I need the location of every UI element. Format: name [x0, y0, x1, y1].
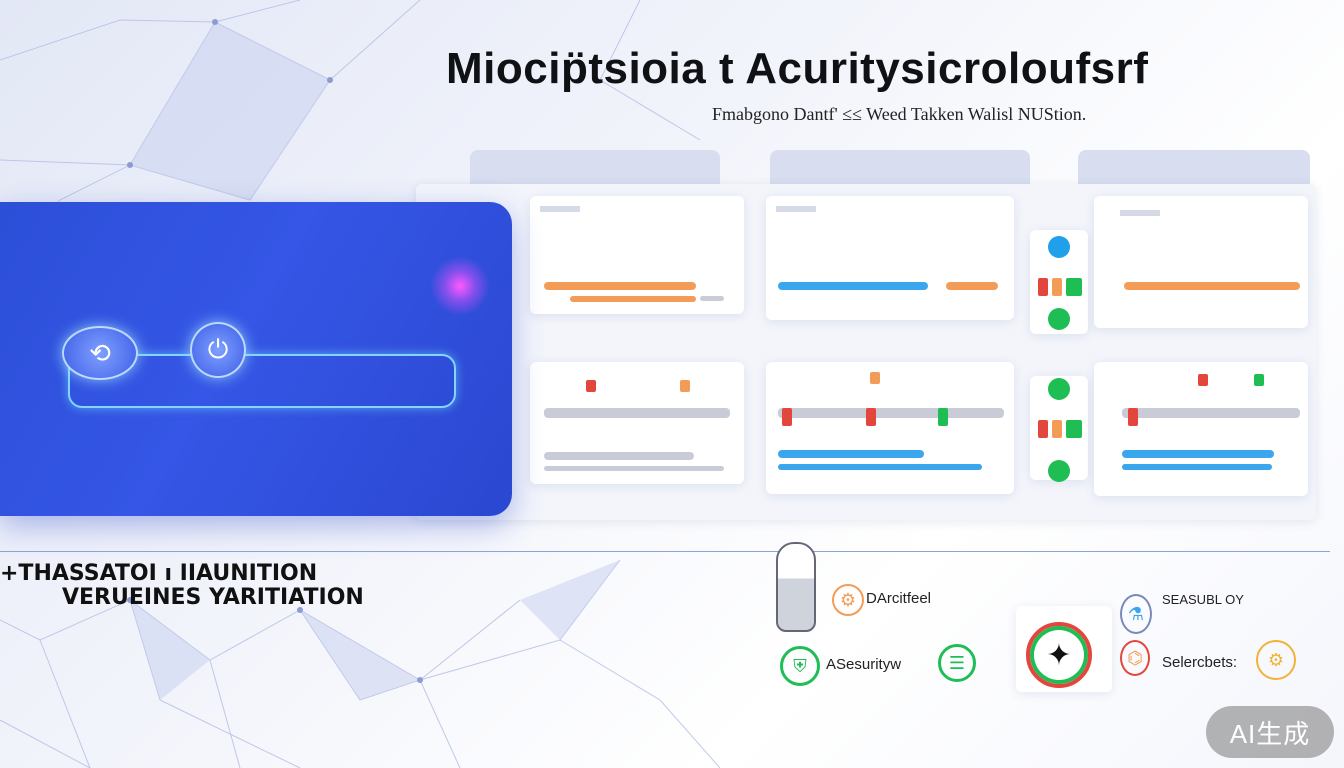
settings-icon[interactable]: ⚙: [1256, 640, 1296, 680]
chart-bar: [1122, 464, 1272, 470]
chart-marker: [1254, 374, 1264, 386]
chart-marker: [938, 408, 948, 426]
status-dot-green: [1048, 378, 1070, 400]
dashboard-tab-1[interactable]: [470, 150, 720, 184]
chart-bar: [544, 452, 694, 460]
progress-bar: [700, 296, 724, 301]
selectors-label[interactable]: Selercbets:: [1162, 654, 1238, 671]
flask-icon[interactable]: ⚗: [1120, 594, 1152, 634]
section-caption: +THASSATOI ı IIAUNITION VERUEINES YARITI…: [0, 562, 364, 610]
card-caption: [540, 206, 580, 212]
ai-generated-badge: AI生成: [1206, 706, 1334, 758]
security-label[interactable]: ASesurityw: [826, 656, 902, 673]
progress-bar: [778, 282, 928, 290]
card-caption: [776, 206, 816, 212]
glow-light: [430, 256, 490, 316]
dashboard-tab-2[interactable]: [770, 150, 1030, 184]
chart-marker: [1198, 374, 1208, 386]
metric-card-1[interactable]: [530, 196, 744, 314]
status-dot-green: [1048, 460, 1070, 482]
chart-bar: [778, 450, 924, 458]
chart-marker: [866, 408, 876, 426]
chart-marker: [680, 380, 690, 392]
indicator-red: [1038, 278, 1048, 296]
slider-track[interactable]: [68, 354, 456, 408]
chart-axis: [544, 408, 730, 418]
indicator-green: [1066, 420, 1082, 438]
page-title: Miocip̈tsioia t Acuritysicroloufsrf: [446, 44, 1149, 93]
progress-bar: [1124, 282, 1300, 290]
chart-bar: [544, 466, 724, 471]
status-dot-blue: [1048, 236, 1070, 258]
shield-icon[interactable]: ⛨: [780, 646, 820, 686]
section-divider: [0, 551, 1330, 552]
chart-marker: [870, 372, 880, 384]
chart-marker: [782, 408, 792, 426]
lock-icon[interactable]: [776, 542, 816, 632]
indicator-red: [1038, 420, 1048, 438]
indicator-orange: [1052, 420, 1062, 438]
metric-card-2[interactable]: [766, 196, 1014, 320]
indicator-orange: [1052, 278, 1062, 296]
chart-bar: [778, 464, 982, 470]
chart-marker: [1128, 408, 1138, 426]
section-caption-line1: +THASSATOI ı IIAUNITION: [0, 561, 318, 586]
chart-axis: [778, 408, 1004, 418]
dashboard-tab-3[interactable]: [1078, 150, 1310, 184]
metric-card-3[interactable]: [1094, 196, 1308, 328]
clock-icon[interactable]: ✦: [1026, 622, 1092, 688]
section-caption-line2: VERUEINES YARITIATION: [62, 585, 364, 610]
chart-axis: [1122, 408, 1300, 418]
refresh-icon[interactable]: ⟲: [62, 326, 138, 380]
progress-bar: [946, 282, 998, 290]
progress-bar: [544, 282, 696, 290]
chart-card-1[interactable]: [530, 362, 744, 484]
chart-card-2[interactable]: [766, 362, 1014, 494]
gear-icon[interactable]: ⚙: [832, 584, 864, 616]
chart-bar: [1122, 450, 1274, 458]
progress-bar: [570, 296, 696, 302]
chart-marker: [586, 380, 596, 392]
tool-icon[interactable]: ⌬: [1120, 640, 1150, 676]
status-column-1: [1030, 230, 1088, 334]
status-dot-green: [1048, 308, 1070, 330]
seasual-label: SEASUBL OY: [1162, 592, 1244, 607]
power-icon[interactable]: ⏻: [190, 322, 246, 378]
card-caption: [1120, 210, 1160, 216]
page-subtitle: Fmabgono Dantf' ≤≤ Weed Takken Walisl NU…: [712, 104, 1087, 124]
menu-icon[interactable]: ☰: [938, 644, 976, 682]
chart-card-3[interactable]: [1094, 362, 1308, 496]
status-column-2: [1030, 376, 1088, 482]
indicator-green: [1066, 278, 1082, 296]
architect-label[interactable]: DArcitfeel: [866, 590, 932, 607]
